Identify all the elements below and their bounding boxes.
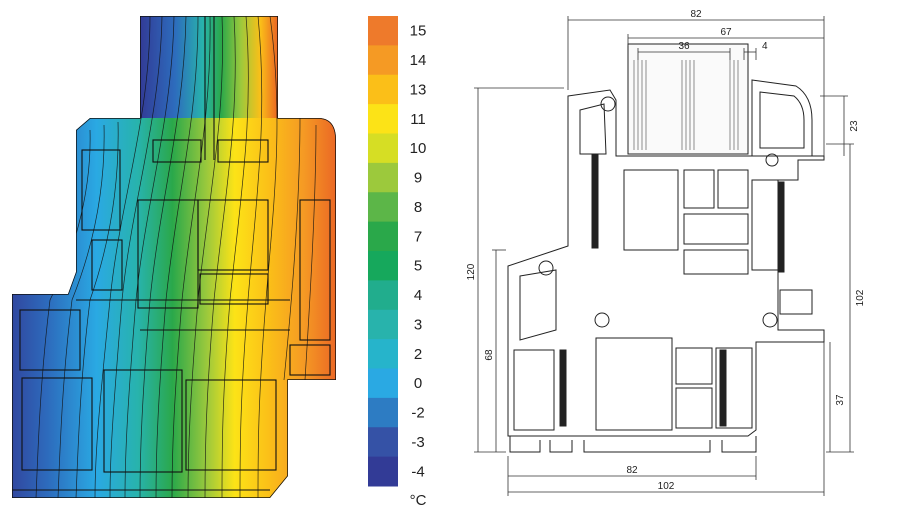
scale-swatch	[368, 133, 398, 164]
temperature-color-scale: 15 14 13 11 10 9 8 7 5 4 3 2 0 -2 -3 -4 °C	[368, 16, 427, 509]
scale-tick-label: 15	[410, 23, 427, 40]
profile-outline	[507, 43, 825, 453]
dim-bottom-inner: 82	[626, 465, 638, 476]
dim-left-total: 120	[466, 263, 477, 280]
scale-tick-label: 7	[414, 228, 422, 245]
technical-cross-section: 82 67 36 4 23 102 37 120 68 82 102	[466, 9, 866, 496]
scale-tick-label: -2	[411, 405, 424, 422]
scale-tick-label: 3	[414, 316, 422, 333]
dimension-labels: 82 67 36 4 23 102 37 120 68 82 102	[466, 9, 866, 492]
scale-swatch	[368, 456, 398, 487]
scale-tick-label: 13	[410, 81, 427, 98]
dim-pane-gap: 36	[678, 41, 690, 52]
thermal-isotherm-section	[12, 16, 336, 498]
scale-swatch	[368, 427, 398, 458]
scale-swatch	[368, 45, 398, 76]
scale-tick-label: -3	[411, 434, 424, 451]
scale-swatch	[368, 251, 398, 281]
dim-glass-pack: 67	[720, 27, 732, 38]
dim-top-overall: 82	[690, 9, 702, 20]
scale-tick-label: 0	[414, 375, 422, 392]
dim-pane-small: 4	[762, 41, 768, 52]
dim-left-lower: 68	[484, 349, 495, 361]
scale-tick-label: 5	[414, 258, 422, 275]
scale-tick-label: 8	[414, 199, 422, 216]
scale-unit-label: °C	[410, 492, 427, 509]
scale-tick-label: 10	[410, 140, 427, 157]
scale-swatch	[368, 16, 398, 46]
scale-tick-label: 4	[414, 287, 422, 304]
scale-swatch	[368, 162, 398, 193]
scale-swatch	[368, 192, 398, 223]
scale-tick-label: -4	[411, 463, 424, 480]
scale-swatch	[368, 104, 398, 134]
scale-swatch	[368, 74, 398, 105]
scale-swatch	[368, 339, 398, 369]
dim-right-upper: 23	[849, 120, 860, 132]
scale-tick-label: 2	[414, 346, 422, 363]
scale-tick-label: 14	[410, 52, 427, 69]
dim-bottom-overall: 102	[658, 481, 675, 492]
dim-right-lower: 37	[835, 394, 846, 406]
scale-swatch	[368, 397, 398, 428]
scale-tick-label: 11	[410, 111, 426, 128]
scale-bars: 15 14 13 11 10 9 8 7 5 4 3 2 0 -2 -3 -4	[368, 16, 426, 487]
dimension-lines	[474, 16, 854, 496]
scale-swatch	[368, 368, 398, 399]
scale-swatch	[368, 280, 398, 311]
isotherm-field	[12, 16, 336, 498]
scale-swatch	[368, 309, 398, 340]
glass-hatching	[633, 60, 739, 150]
scale-swatch	[368, 221, 398, 252]
scale-tick-label: 9	[414, 170, 422, 187]
dim-right-total: 102	[855, 289, 866, 306]
